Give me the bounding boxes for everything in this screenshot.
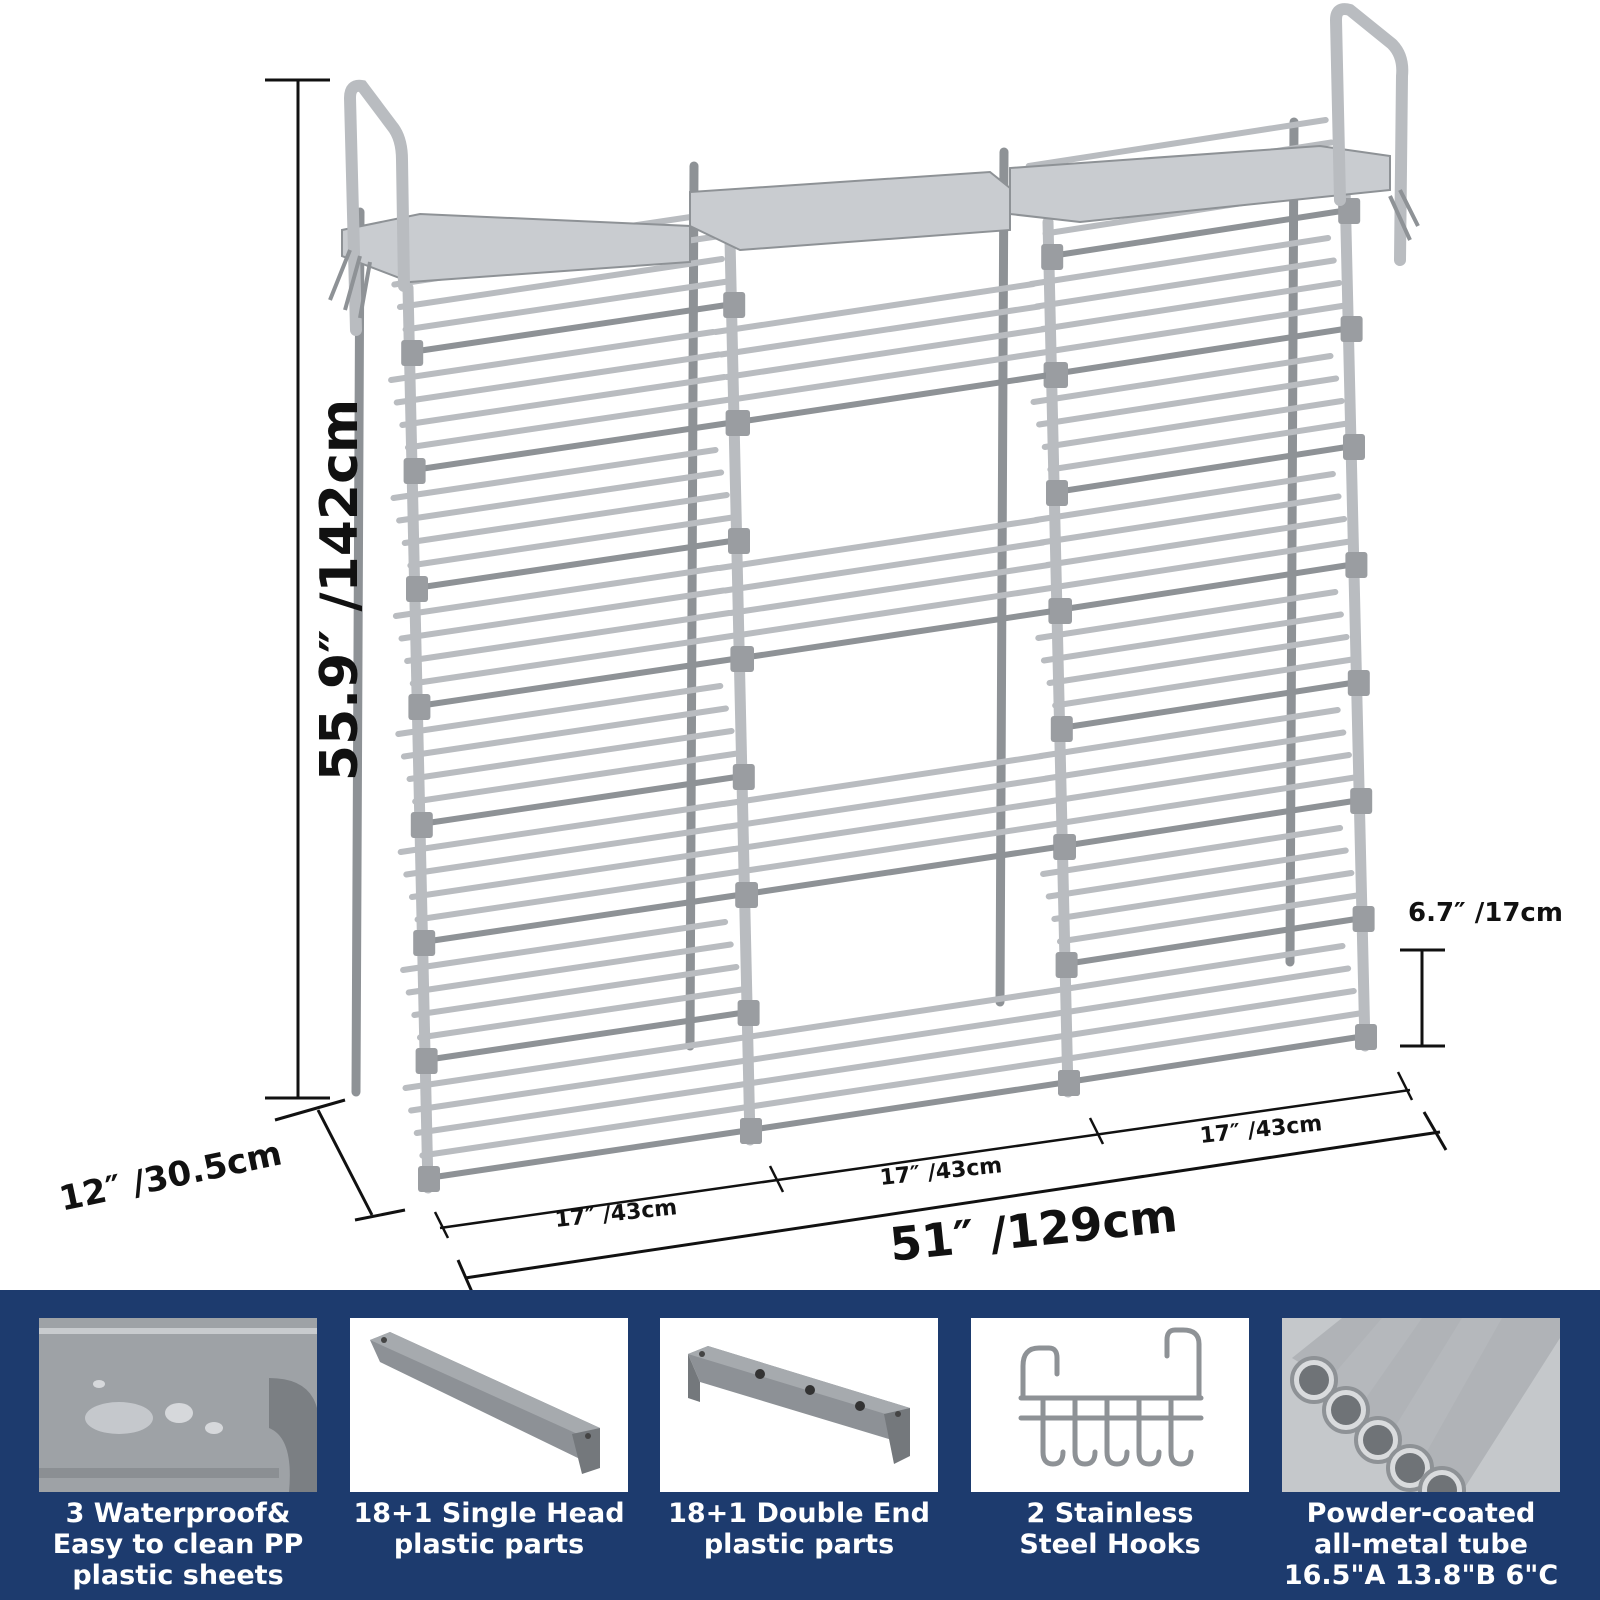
shoe-rack-drawing <box>265 3 1448 1290</box>
feature-caption: 18+1 Double End plastic parts <box>668 1498 930 1560</box>
feature-caption: 2 Stainless Steel Hooks <box>1019 1498 1201 1560</box>
feature-pp-sheets: 3 Waterproof& Easy to clean PP plastic s… <box>39 1318 317 1591</box>
depth-dimension-line <box>316 1109 374 1216</box>
pp-sheet-icon <box>39 1318 317 1492</box>
single-head-part-icon <box>350 1318 628 1492</box>
height-label: 55.9″ /142cm <box>310 398 370 782</box>
tier-gap-label: 6.7″ /17cm <box>1408 898 1563 928</box>
metal-tube-icon <box>1282 1318 1560 1492</box>
section-width-line <box>439 1088 1411 1230</box>
feature-caption: 18+1 Single Head plastic parts <box>353 1498 625 1560</box>
steel-hooks-icon <box>971 1318 1249 1492</box>
feature-steel-hooks: 2 Stainless Steel Hooks <box>971 1318 1249 1560</box>
total-width-line <box>464 1130 1441 1280</box>
feature-caption: 3 Waterproof& Easy to clean PP plastic s… <box>52 1498 304 1591</box>
feature-double-end: 18+1 Double End plastic parts <box>660 1318 938 1560</box>
feature-single-head: 18+1 Single Head plastic parts <box>350 1318 628 1560</box>
rack-frame <box>328 3 1420 1194</box>
feature-metal-tube: Powder-coated all-metal tube 16.5"A 13.8… <box>1282 1318 1560 1591</box>
features-band: 3 Waterproof& Easy to clean PP plastic s… <box>0 1290 1600 1600</box>
product-illustration: 55.9″ /142cm 12″ /30.5cm 51″ /129cm 17″ … <box>56 3 1563 1290</box>
feature-caption: Powder-coated all-metal tube 16.5"A 13.8… <box>1283 1498 1559 1591</box>
double-end-part-icon <box>660 1318 938 1492</box>
